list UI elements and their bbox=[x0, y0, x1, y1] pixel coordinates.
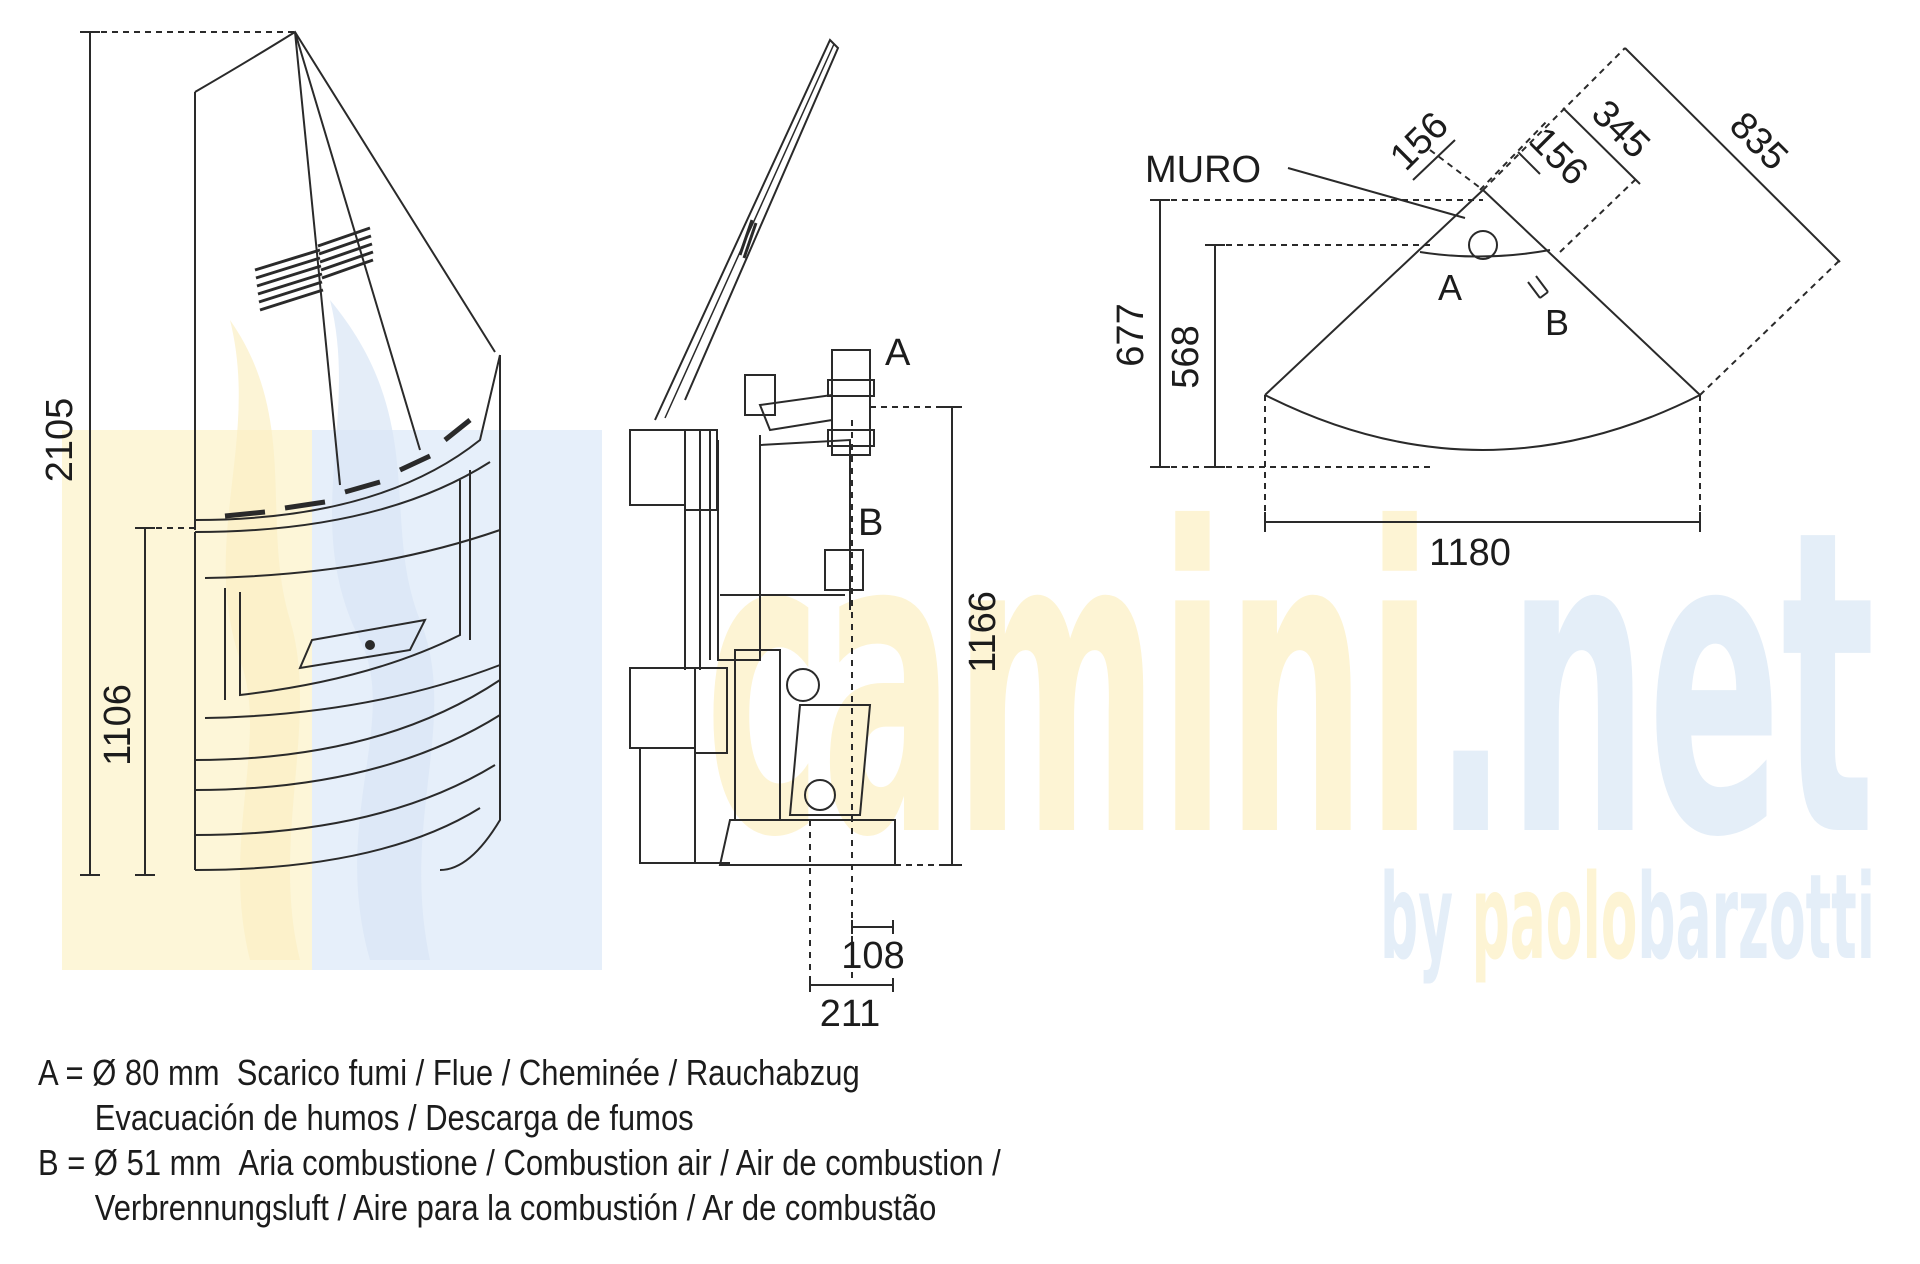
lower-box-side bbox=[694, 667, 728, 754]
legend-text-a: Scarico fumi / Flue / Cheminée / Rauchab… bbox=[236, 1052, 860, 1093]
hood-vent bbox=[738, 219, 758, 259]
body-right-edge bbox=[439, 355, 501, 871]
legend-text-a2: Evacuación de humos / Descarga de fumos bbox=[94, 1097, 694, 1138]
plan-flue-circle bbox=[1468, 230, 1498, 260]
tray-knob bbox=[365, 640, 375, 650]
plan-label-a: A bbox=[1438, 267, 1462, 308]
lower-box bbox=[629, 667, 696, 749]
ash-tray bbox=[298, 618, 427, 670]
internal-column bbox=[717, 435, 761, 661]
dim-label-835: 835 bbox=[1721, 104, 1796, 179]
fire-frame-bottom bbox=[204, 664, 501, 719]
base-block bbox=[639, 747, 696, 864]
internal-back bbox=[759, 438, 851, 610]
flue-elbow bbox=[758, 393, 833, 432]
collar-vent-dashes bbox=[224, 418, 472, 519]
dim-label-108: 108 bbox=[841, 935, 904, 977]
upper-box bbox=[629, 429, 686, 506]
front-dimensions bbox=[80, 31, 295, 876]
auger-wheel bbox=[786, 668, 820, 702]
plan-label-b: B bbox=[1545, 302, 1569, 343]
plan-wall-label: MURO bbox=[1145, 149, 1261, 191]
legend-row-a: A = Ø 80 mm Scarico fumi / Flue / Chemin… bbox=[38, 1050, 1001, 1095]
watermark-byline: by paolobarzotti bbox=[1380, 848, 1875, 986]
fire-frame-top bbox=[204, 529, 501, 579]
hood-vent-grille bbox=[254, 226, 374, 312]
drive-wheel bbox=[804, 779, 836, 811]
dim-label-1180: 1180 bbox=[1429, 532, 1511, 574]
front-view bbox=[194, 30, 501, 871]
side-dimensions bbox=[809, 406, 962, 992]
legend-text-b: Aria combustione / Combustion air / Air … bbox=[238, 1142, 1001, 1183]
plan-inlet-b bbox=[1527, 275, 1549, 299]
side-label-a: A bbox=[885, 332, 911, 374]
dim-label-2105: 2105 bbox=[39, 398, 81, 483]
air-inlet-b bbox=[824, 549, 864, 591]
plan-right-wall bbox=[1482, 189, 1701, 396]
band-4 bbox=[194, 807, 481, 871]
dim-label-1166: 1166 bbox=[962, 591, 1004, 673]
plan-inner-arc bbox=[1419, 249, 1551, 258]
band-2 bbox=[194, 714, 501, 791]
side-label-b: B bbox=[858, 502, 883, 544]
watermark-logo bbox=[62, 300, 602, 970]
collar-top bbox=[194, 354, 501, 521]
plan-view bbox=[1264, 189, 1701, 451]
hood-right-edge bbox=[194, 30, 496, 353]
dim-line-345 bbox=[1562, 107, 1641, 185]
legend-row-b: B = Ø 51 mm Aria combustione / Combustio… bbox=[38, 1140, 1001, 1185]
plan-dimensions bbox=[1150, 47, 1841, 532]
dim-line-156-right bbox=[1517, 151, 1541, 175]
fan-motor bbox=[744, 374, 776, 416]
legend-text-b2: Verbrennungsluft / Aire para la combusti… bbox=[94, 1187, 937, 1228]
dim-label-345: 345 bbox=[1583, 92, 1658, 167]
glass-outline bbox=[239, 480, 461, 697]
wall-leader bbox=[1287, 167, 1466, 219]
band-3 bbox=[194, 764, 496, 836]
collar-bottom bbox=[194, 461, 491, 533]
dim-line-835 bbox=[1624, 47, 1841, 263]
side-frame bbox=[684, 430, 711, 670]
plan-front-arc bbox=[1264, 394, 1701, 451]
dim-label-156-left: 156 bbox=[1382, 104, 1457, 179]
legend-key-a: A = Ø 80 mm bbox=[38, 1052, 220, 1093]
band-1 bbox=[194, 679, 501, 761]
legend-key-b: B = Ø 51 mm bbox=[38, 1142, 222, 1183]
dim-line-156-left bbox=[1412, 139, 1456, 181]
hopper bbox=[788, 704, 872, 816]
side-view bbox=[629, 38, 896, 985]
plan-left-wall bbox=[1264, 189, 1484, 396]
dim-label-677: 677 bbox=[1110, 303, 1152, 366]
dim-label-1106: 1106 bbox=[97, 684, 139, 766]
dim-label-568: 568 bbox=[1165, 325, 1207, 388]
dim-label-211: 211 bbox=[820, 993, 881, 1035]
flue-collar bbox=[827, 379, 875, 397]
legend: A = Ø 80 mm Scarico fumi / Flue / Chemin… bbox=[38, 1050, 1001, 1230]
